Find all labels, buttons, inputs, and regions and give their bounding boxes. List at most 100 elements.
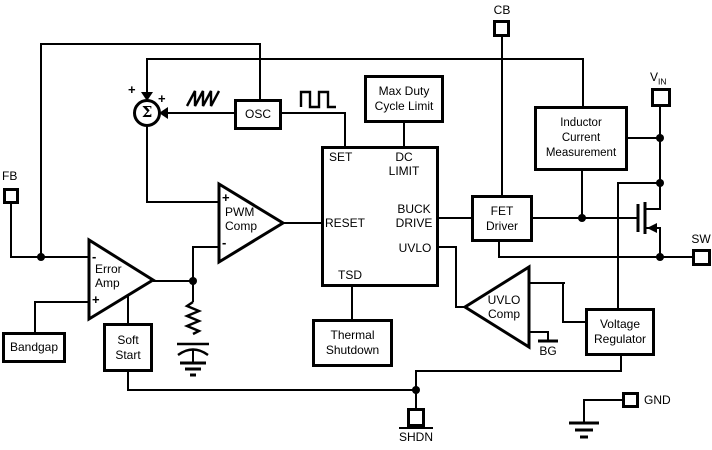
- wire: [529, 282, 565, 284]
- pin-fb: [3, 188, 19, 204]
- block-fet-driver-label: FET Driver: [486, 203, 518, 233]
- control-pin-buck-drive: BUCK DRIVE: [395, 202, 433, 230]
- wire: [415, 389, 417, 409]
- wire: [617, 182, 661, 184]
- wire: [403, 122, 405, 148]
- block-osc-label: OSC: [244, 107, 271, 121]
- wire: [620, 356, 622, 372]
- wire: [581, 170, 583, 219]
- wire: [583, 399, 585, 424]
- pwm-comp-triangle: [217, 181, 286, 265]
- pin-cb-label: CB: [493, 3, 511, 17]
- pin-vin-label: VIN: [650, 70, 667, 88]
- wire: [283, 222, 322, 224]
- junction-dot: [412, 386, 420, 394]
- block-thermal-shutdown-label: Thermal Shutdown: [325, 328, 380, 357]
- summing-plus-right-sign: +: [158, 91, 166, 106]
- wire: [529, 331, 549, 333]
- uvlo-comp-triangle: [462, 264, 531, 350]
- wire: [153, 280, 194, 282]
- pin-vin-label-sub: IN: [658, 76, 667, 87]
- block-voltage-regulator: Voltage Regulator: [585, 308, 655, 356]
- sawtooth-waveform-icon: [185, 90, 221, 107]
- control-pin-reset: RESET: [325, 216, 366, 230]
- wire: [627, 137, 661, 139]
- wire: [617, 182, 619, 310]
- wire: [584, 399, 623, 401]
- wire: [659, 227, 661, 258]
- pin-shdn: [407, 408, 425, 427]
- wire: [34, 301, 90, 303]
- wire: [455, 246, 457, 308]
- junction-dot: [578, 214, 586, 222]
- pin-fb-label: FB: [2, 169, 18, 183]
- wire: [192, 349, 194, 364]
- capacitor-bottom-plate: [177, 348, 209, 356]
- junction-dot: [656, 179, 664, 187]
- junction-dot: [37, 253, 45, 261]
- mosfet-symbol: [636, 202, 660, 234]
- wire: [146, 201, 221, 203]
- wire: [501, 36, 503, 197]
- wire: [128, 389, 417, 391]
- pin-shdn-label: SHDN: [392, 427, 440, 444]
- arrow-down-icon: [141, 92, 153, 101]
- pin-sw: [692, 249, 711, 266]
- wire: [547, 331, 549, 342]
- wire: [34, 301, 36, 334]
- wire: [439, 246, 457, 248]
- wire: [351, 286, 353, 320]
- pwm-comp-label: PWM Comp: [225, 205, 258, 233]
- pin-gnd-label: GND: [644, 393, 671, 407]
- wire: [455, 306, 466, 308]
- wire: [259, 43, 261, 101]
- wire: [146, 58, 148, 95]
- wire: [282, 112, 346, 114]
- wire: [415, 370, 417, 391]
- error-amp-triangle: [87, 237, 156, 322]
- square-wave-icon: [299, 90, 336, 109]
- block-inductor-current-measurement: Inductor Current Measurement: [534, 106, 628, 171]
- control-pin-tsd: TSD: [338, 268, 362, 282]
- sigma-symbol: Σ: [141, 103, 153, 121]
- wire: [439, 217, 472, 219]
- control-pin-dc-limit: DC LIMIT: [388, 150, 420, 178]
- block-inductor-current-label: Inductor Current Measurement: [545, 117, 617, 159]
- wire: [166, 112, 235, 114]
- block-max-duty-label: Max Duty Cycle Limit: [374, 84, 434, 113]
- wire: [562, 282, 564, 323]
- wire: [499, 256, 693, 258]
- block-bandgap-label: Bandgap: [9, 340, 59, 354]
- resistor-symbol: [183, 301, 203, 336]
- wire: [10, 256, 90, 258]
- control-logic-block: [321, 146, 439, 287]
- error-amp-minus-sign: -: [92, 249, 97, 264]
- wire: [10, 203, 12, 258]
- wire: [146, 126, 148, 203]
- error-amp-plus-sign: +: [92, 292, 100, 307]
- block-osc: OSC: [234, 99, 282, 130]
- block-fet-driver: FET Driver: [471, 195, 533, 242]
- arrow-left-icon: [159, 107, 168, 119]
- wire: [415, 370, 622, 372]
- wire: [192, 282, 194, 302]
- ground-symbol-compensation: [180, 361, 206, 377]
- wire: [659, 106, 661, 210]
- wire: [40, 43, 261, 45]
- wire: [127, 371, 129, 391]
- pin-sw-label: SW: [691, 232, 711, 246]
- wire: [40, 43, 42, 259]
- block-bandgap: Bandgap: [2, 332, 66, 363]
- control-pin-set: SET: [329, 150, 353, 164]
- wire: [192, 246, 194, 282]
- wire: [192, 246, 221, 248]
- wire: [146, 58, 584, 60]
- pwm-comp-plus-sign: +: [222, 190, 230, 205]
- pin-shdn-label-text: SHDN: [398, 427, 433, 444]
- block-max-duty-cycle-limit: Max Duty Cycle Limit: [364, 75, 444, 123]
- pin-vin-label-main: V: [650, 70, 659, 84]
- wire: [498, 241, 500, 258]
- summing-plus-top-sign: +: [128, 82, 136, 97]
